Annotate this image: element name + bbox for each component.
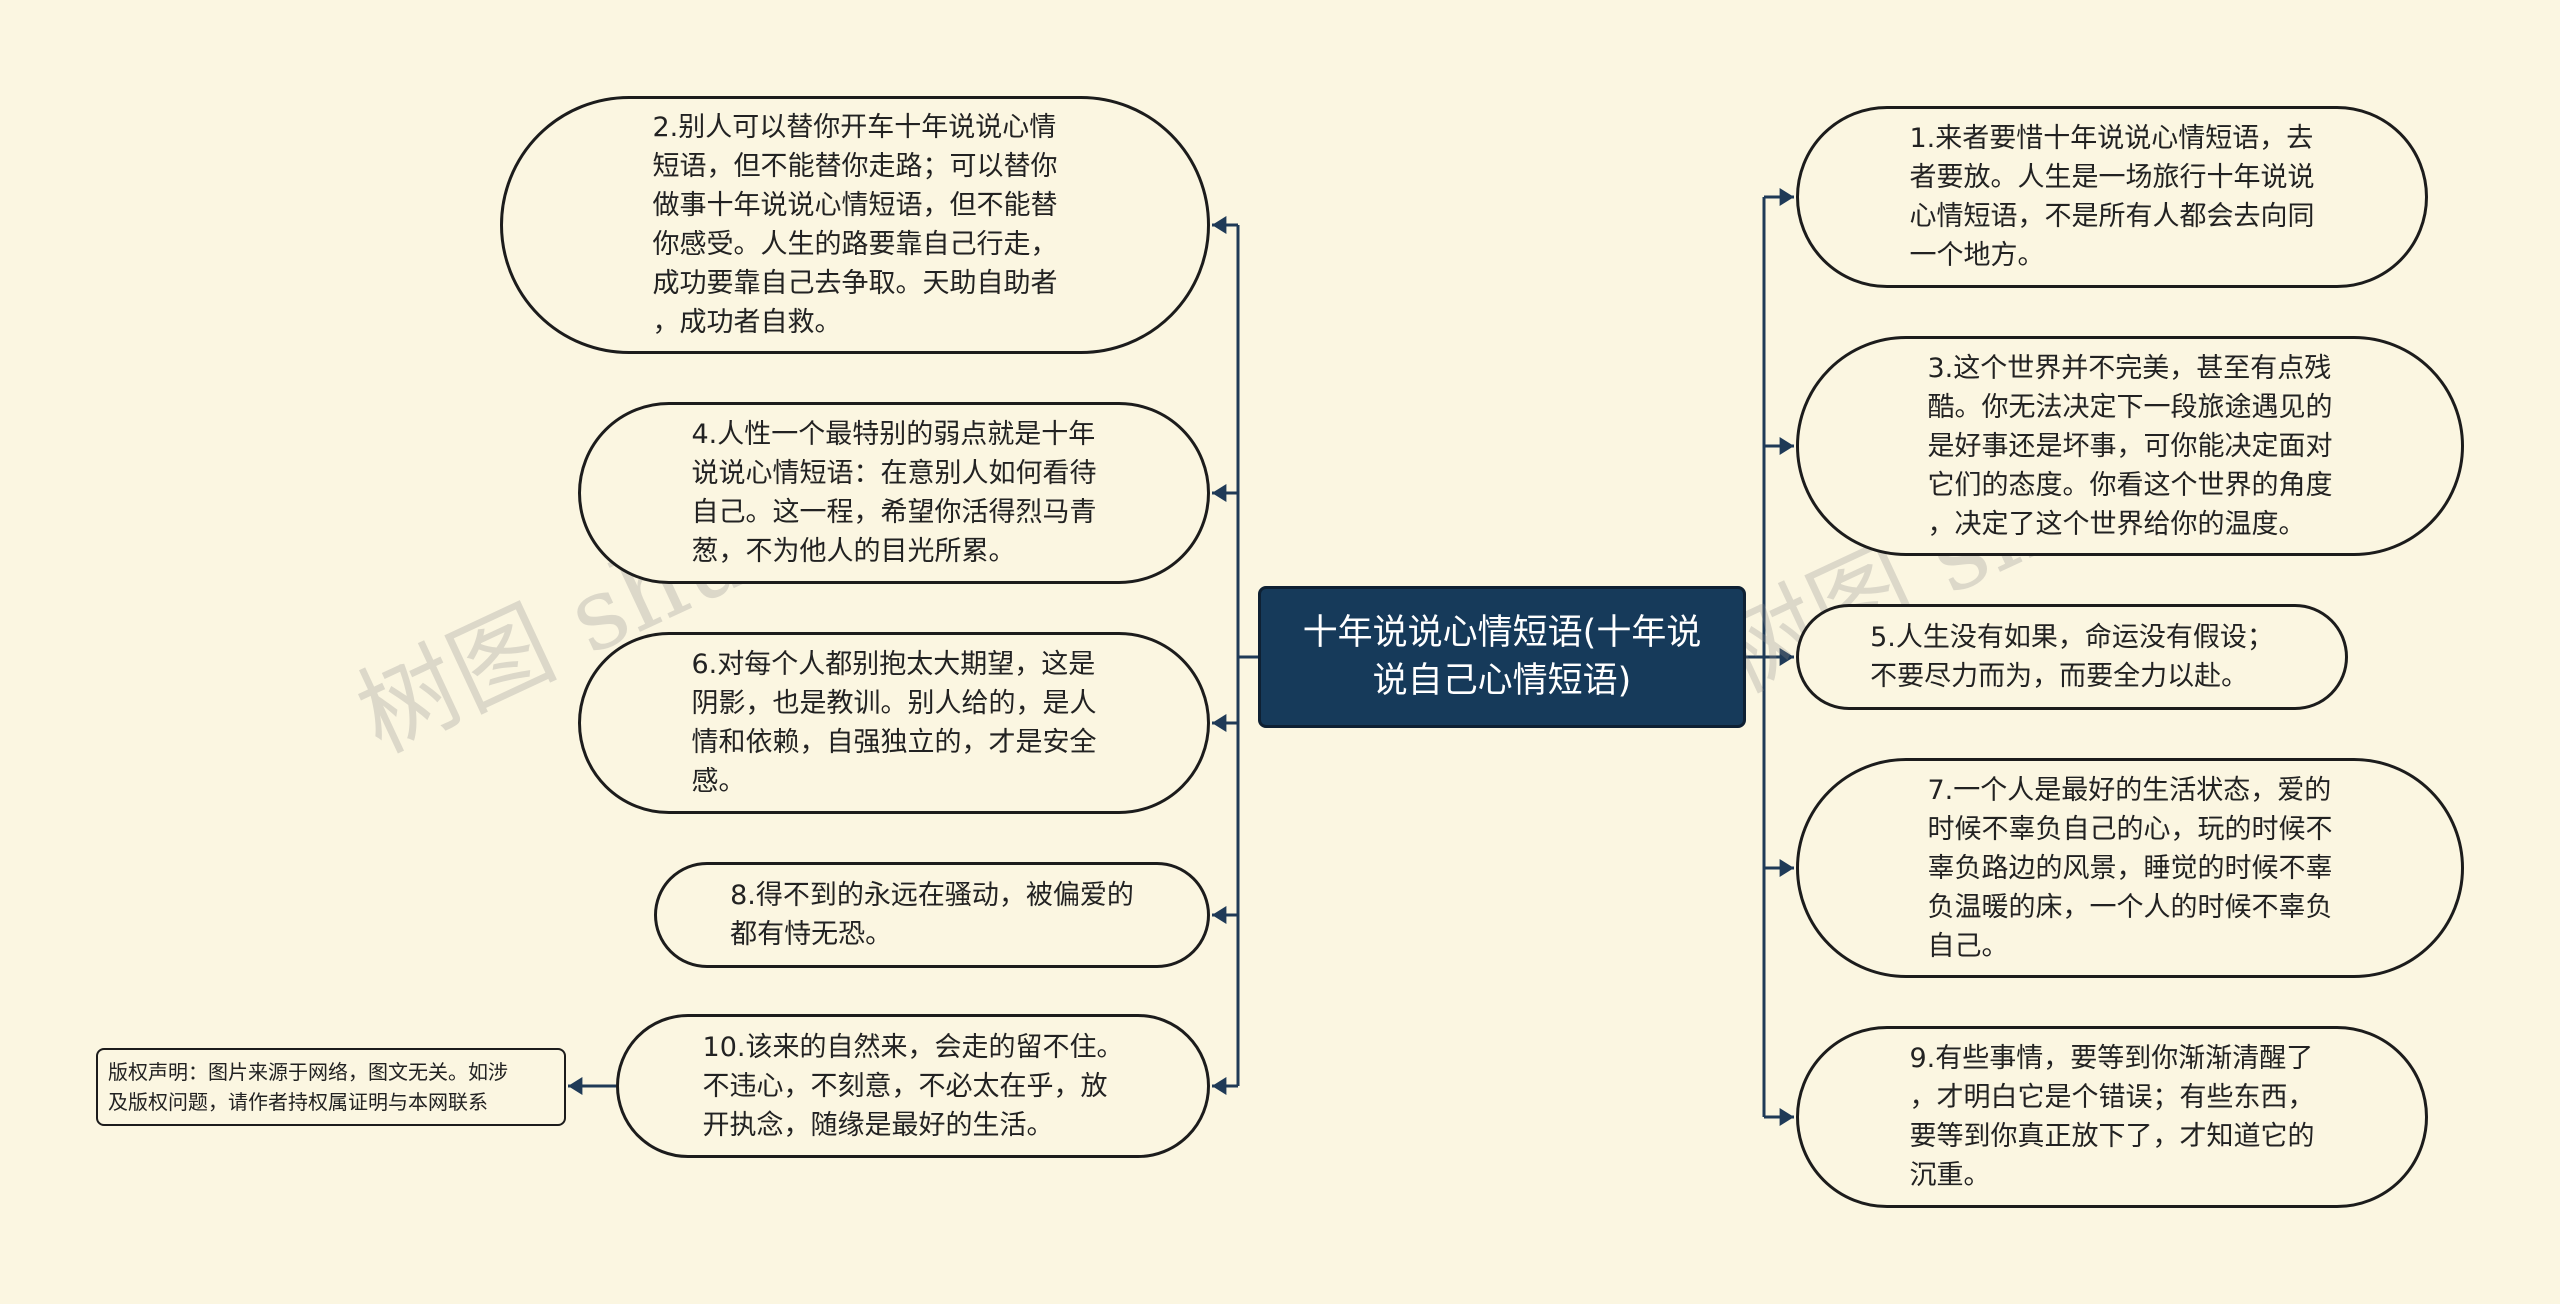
topic-node-8-text: 8.得不到的永远在骚动，被偏爱的 都有恃无恐。 [730, 880, 1134, 950]
arrow-note [568, 1077, 583, 1095]
topic-node-1-text: 1.来者要惜十年说说心情短语，去 者要放。人生是一场旅行十年说说 心情短语，不是… [1909, 123, 2315, 271]
topic-node-7-text: 7.一个人是最好的生活状态，爱的 时候不辜负自己的心，玩的时候不 辜负路边的风景… [1927, 774, 2333, 962]
copyright-note: 版权声明：图片来源于网络，图文无关。如涉 及版权问题，请作者持权属证明与本网联系 [96, 1048, 566, 1126]
topic-node-3-text: 3.这个世界并不完美，甚至有点残 酷。你无法决定下一段旅途遇见的 是好事还是坏事… [1927, 352, 2333, 540]
arrow-n7 [1779, 859, 1794, 877]
topic-node-1[interactable]: 1.来者要惜十年说说心情短语，去 者要放。人生是一场旅行十年说说 心情短语，不是… [1796, 106, 2428, 288]
arrow-n6 [1212, 714, 1227, 732]
topic-node-10-text: 10.该来的自然来，会走的留不住。 不违心，不刻意，不必太在乎，放 开执念，随缘… [702, 1031, 1124, 1141]
copyright-note-text: 版权声明：图片来源于网络，图文无关。如涉 及版权问题，请作者持权属证明与本网联系 [108, 1060, 508, 1114]
topic-node-6[interactable]: 6.对每个人都别抱太大期望，这是 阴影，也是教训。别人给的，是人 情和依赖，自强… [578, 632, 1210, 814]
arrow-n8 [1212, 906, 1227, 924]
topic-node-9[interactable]: 9.有些事情，要等到你渐渐清醒了 ，才明白它是个错误；有些东西， 要等到你真正放… [1796, 1026, 2428, 1208]
topic-node-4-text: 4.人性一个最特别的弱点就是十年 说说心情短语：在意别人如何看待 自己。这一程，… [691, 419, 1097, 567]
topic-node-5[interactable]: 5.人生没有如果，命运没有假设； 不要尽力而为，而要全力以赴。 [1796, 604, 2348, 710]
topic-node-8[interactable]: 8.得不到的永远在骚动，被偏爱的 都有恃无恐。 [654, 862, 1210, 968]
central-topic[interactable]: 十年说说心情短语(十年说 说自己心情短语) [1258, 586, 1746, 728]
arrow-n5 [1779, 648, 1794, 666]
topic-node-2[interactable]: 2.别人可以替你开车十年说说心情 短语，但不能替你走路；可以替你 做事十年说说心… [500, 96, 1210, 354]
arrow-n9 [1779, 1108, 1794, 1126]
arrow-n10 [1212, 1077, 1227, 1095]
topic-node-4[interactable]: 4.人性一个最特别的弱点就是十年 说说心情短语：在意别人如何看待 自己。这一程，… [578, 402, 1210, 584]
arrow-n1 [1779, 188, 1794, 206]
topic-node-7[interactable]: 7.一个人是最好的生活状态，爱的 时候不辜负自己的心，玩的时候不 辜负路边的风景… [1796, 758, 2464, 978]
central-topic-text: 十年说说心情短语(十年说 说自己心情短语) [1302, 613, 1702, 701]
topic-node-5-text: 5.人生没有如果，命运没有假设； 不要尽力而为，而要全力以赴。 [1870, 622, 2274, 692]
arrow-n2 [1212, 216, 1227, 234]
arrow-n4 [1212, 484, 1227, 502]
topic-node-6-text: 6.对每个人都别抱太大期望，这是 阴影，也是教训。别人给的，是人 情和依赖，自强… [691, 649, 1097, 797]
arrow-n3 [1779, 437, 1794, 455]
topic-node-9-text: 9.有些事情，要等到你渐渐清醒了 ，才明白它是个错误；有些东西， 要等到你真正放… [1909, 1043, 2315, 1191]
topic-node-10[interactable]: 10.该来的自然来，会走的留不住。 不违心，不刻意，不必太在乎，放 开执念，随缘… [616, 1014, 1210, 1158]
topic-node-2-text: 2.别人可以替你开车十年说说心情 短语，但不能替你走路；可以替你 做事十年说说心… [652, 112, 1058, 338]
topic-node-3[interactable]: 3.这个世界并不完美，甚至有点残 酷。你无法决定下一段旅途遇见的 是好事还是坏事… [1796, 336, 2464, 556]
